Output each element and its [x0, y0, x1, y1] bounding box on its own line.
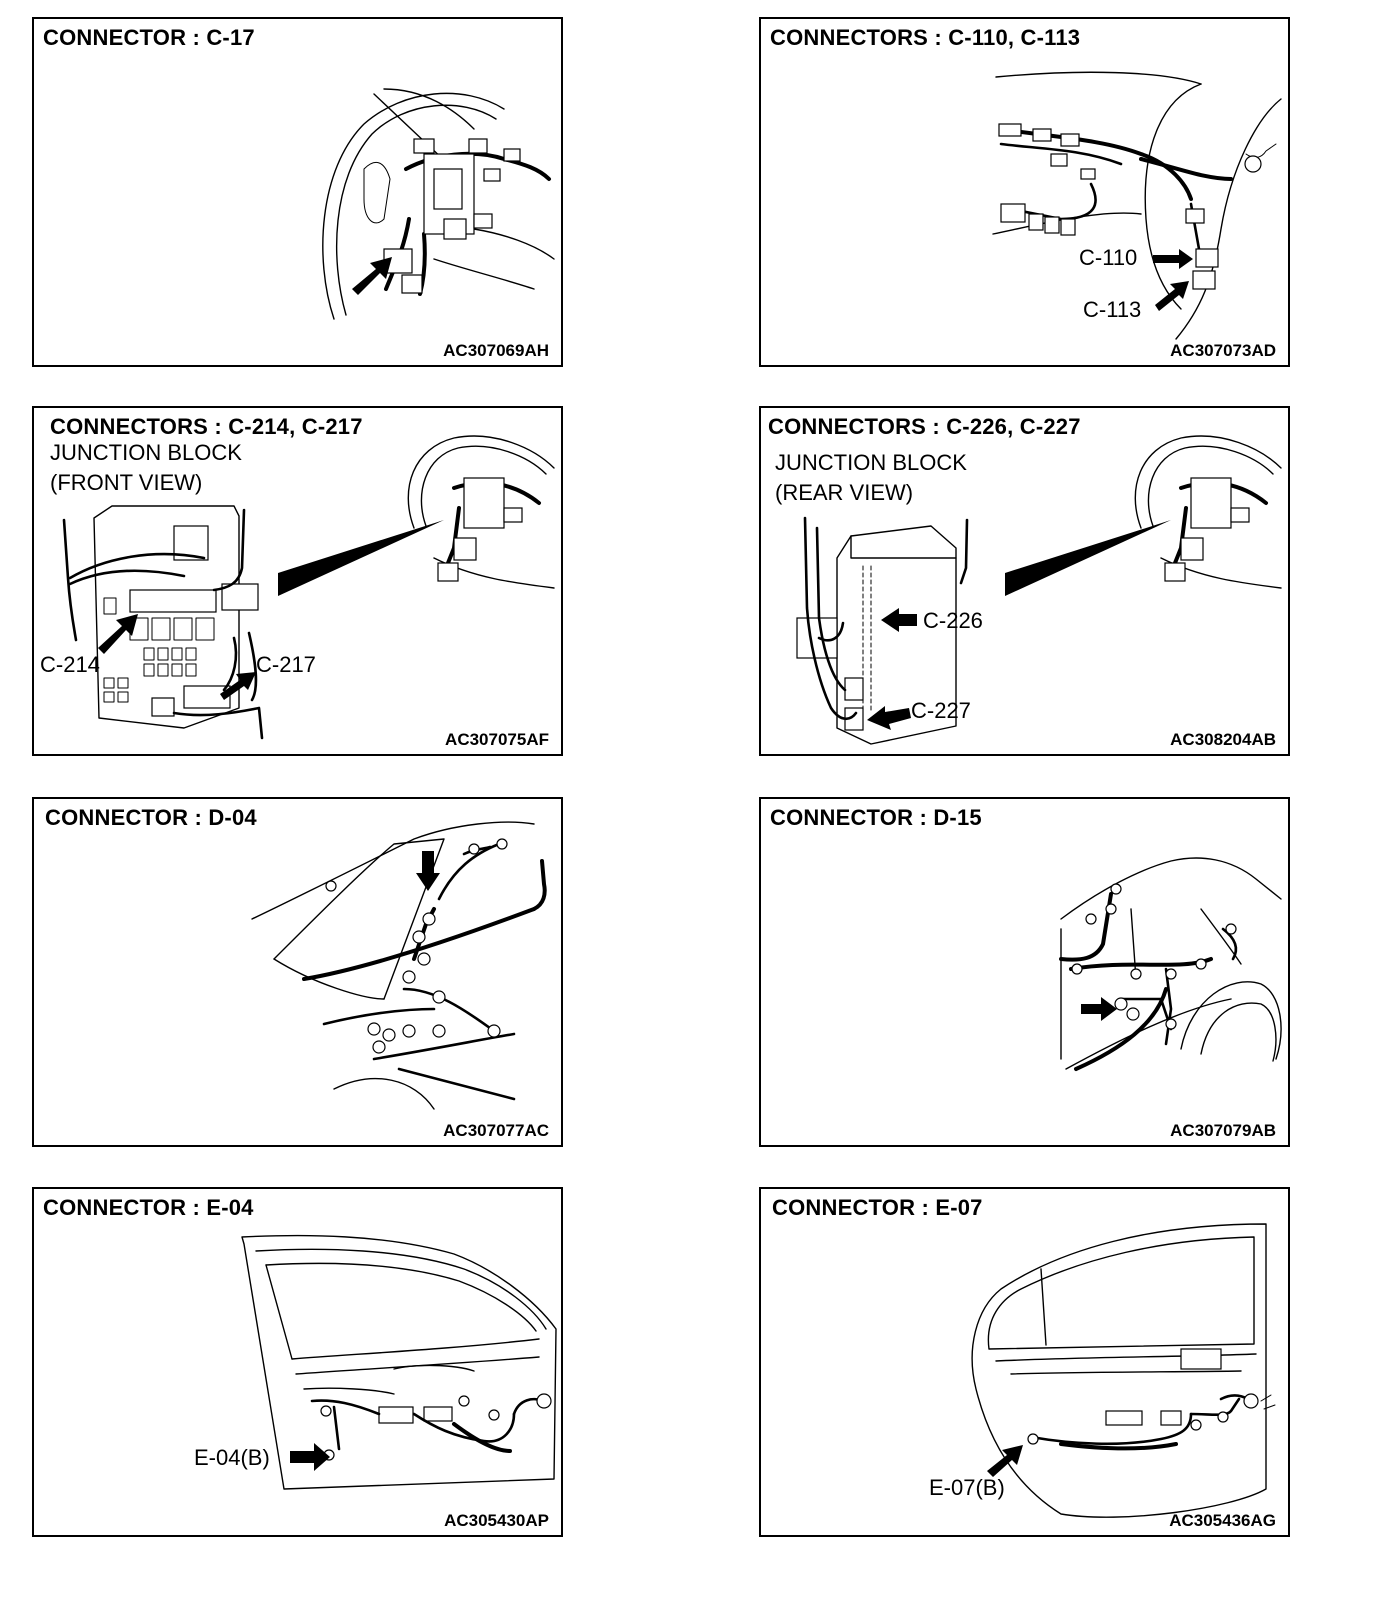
connector-label-c226: C-226: [923, 608, 983, 633]
connector-label-c217: C-217: [256, 652, 316, 677]
figure-code: AC307069AH: [443, 341, 549, 360]
figure-code: AC307073AD: [1170, 341, 1276, 360]
figure-code: AC305436AG: [1169, 1511, 1276, 1530]
figure-code: AC308204AB: [1170, 730, 1276, 749]
e04-arrow-icon: [290, 1443, 330, 1471]
connector-label-c113: C-113: [1083, 297, 1142, 322]
panel-title: CONNECTORS : C-110, C-113: [770, 25, 1081, 50]
e04-front-door-illustration: [241, 1234, 557, 1490]
e07-rear-door-illustration: [971, 1223, 1276, 1518]
panel-connector-d15: CONNECTOR : D-15 AC307079AB: [759, 797, 1290, 1147]
c217-arrow-icon: [220, 672, 256, 700]
connector-label-c110: C-110: [1079, 245, 1138, 270]
panel-title: CONNECTOR : D-04: [45, 805, 257, 830]
c17-arrow-icon: [352, 257, 392, 295]
panel-title: CONNECTORS : C-214, C-217: [50, 414, 363, 439]
connector-label-e04b: E-04(B): [194, 1445, 270, 1470]
c226-arrow-icon: [881, 608, 917, 632]
panel-title: CONNECTOR : C-17: [43, 25, 255, 50]
panel-connectors-c226-c227: CONNECTORS : C-226, C-227 JUNCTION BLOCK…: [759, 406, 1290, 756]
panel-connector-d04: CONNECTOR : D-04 AC307077AC: [32, 797, 563, 1147]
d04-arrow-icon: [416, 851, 440, 891]
figure-code: AC307079AB: [1170, 1121, 1276, 1140]
panel-subtitle-line1: JUNCTION BLOCK: [775, 450, 967, 475]
d04-windshield-illustration: [251, 821, 547, 1110]
panel-subtitle-line2: (FRONT VIEW): [50, 470, 203, 495]
panel-subtitle-line2: (REAR VIEW): [775, 480, 914, 505]
panel-connector-e04: CONNECTOR : E-04 E-04(B) AC305430AP: [32, 1187, 563, 1537]
panel-connector-e07: CONNECTOR : E-07 E-07(B) AC305436AG: [759, 1187, 1290, 1537]
figure-code: AC305430AP: [444, 1511, 549, 1530]
c110-c113-dashboard-illustration: [992, 71, 1282, 340]
c226-c227-junction-block-illustration: [796, 435, 1282, 745]
panel-title: CONNECTOR : E-04: [43, 1195, 254, 1220]
e07-arrow-icon: [987, 1445, 1023, 1477]
c227-arrow-icon: [867, 706, 911, 730]
c113-arrow-icon: [1155, 281, 1189, 311]
c214-arrow-icon: [98, 614, 138, 654]
panel-subtitle-line1: JUNCTION BLOCK: [50, 440, 242, 465]
figure-code: AC307077AC: [443, 1121, 549, 1140]
panel-title: CONNECTOR : D-15: [770, 805, 982, 830]
panel-title: CONNECTORS : C-226, C-227: [768, 414, 1081, 439]
c214-c217-junction-block-illustration: [62, 435, 555, 740]
d15-rear-pillar-illustration: [1059, 857, 1282, 1071]
figure-code: AC307075AF: [445, 730, 549, 749]
panel-title: CONNECTOR : E-07: [772, 1195, 983, 1220]
panel-connectors-c214-c217: CONNECTORS : C-214, C-217 JUNCTION BLOCK…: [32, 406, 563, 756]
panel-connector-c17: CONNECTOR : C-17 AC307069AH: [32, 17, 563, 367]
c17-dashboard-illustration: [322, 88, 555, 320]
connector-label-e07b: E-07(B): [929, 1475, 1005, 1500]
d15-arrow-icon: [1081, 997, 1117, 1021]
c110-arrow-icon: [1153, 249, 1193, 269]
connector-label-c227: C-227: [911, 698, 971, 723]
panel-connectors-c110-c113: CONNECTORS : C-110, C-113 C-110 C-113 AC…: [759, 17, 1290, 367]
connector-label-c214: C-214: [40, 652, 100, 677]
